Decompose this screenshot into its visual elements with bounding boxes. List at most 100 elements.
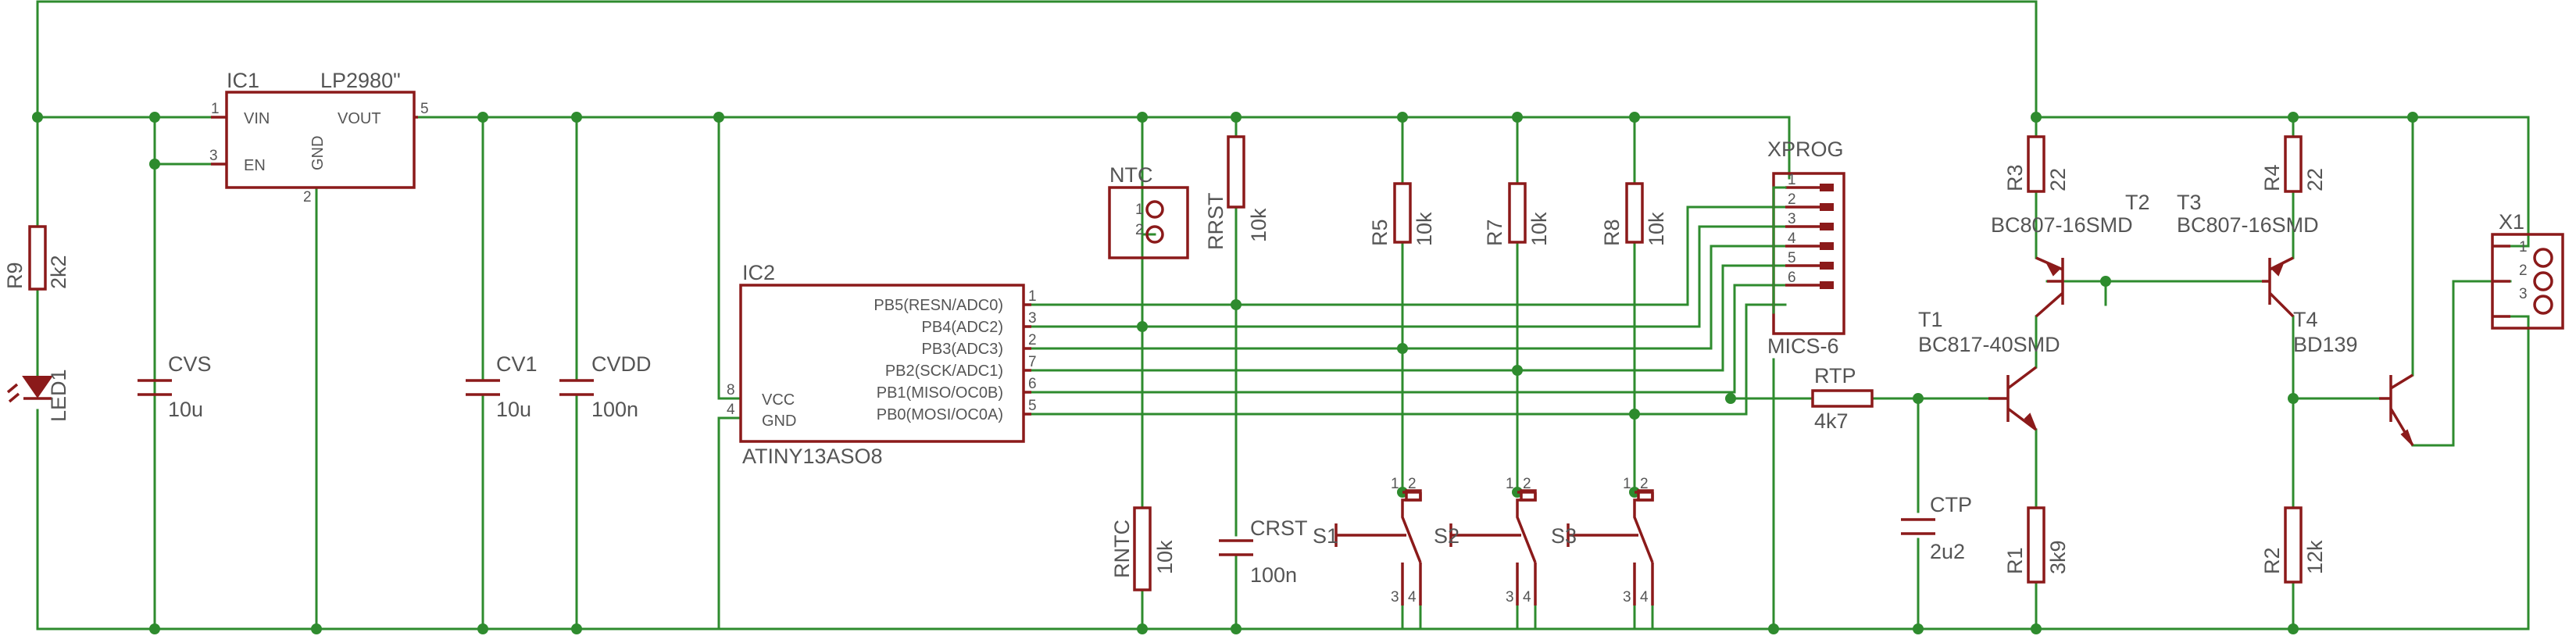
- rtp-ref: RTP: [1814, 364, 1856, 388]
- x1-connector: X1 1 2 3: [2491, 210, 2564, 330]
- xprog-pin-6: 6: [1788, 270, 1796, 286]
- s2-pin-1: 1: [1506, 476, 1514, 492]
- rrst-ref: RRST: [1204, 193, 1227, 251]
- wires: [36, 0, 2530, 630]
- xprog-ref: XPROG: [1767, 138, 1844, 161]
- crst-ref: CRST: [1250, 516, 1308, 540]
- x1-pin-3: 3: [2519, 286, 2528, 302]
- ic2-num-pb2: 7: [1028, 354, 1037, 370]
- ic2-num-pb3: 2: [1028, 332, 1037, 348]
- s1-pin-3: 3: [1391, 589, 1399, 605]
- rntc-ref: RNTC: [1110, 520, 1134, 578]
- r3-value: 22: [2046, 168, 2070, 191]
- r2-ref: R2: [2260, 547, 2284, 574]
- r3-ref: R3: [2003, 164, 2027, 191]
- t1-transistor: T1 BC817-40SMD: [1918, 308, 2060, 431]
- ntc-pin-1: 1: [1135, 202, 1144, 218]
- cvdd-ref: CVDD: [591, 352, 652, 376]
- r9-resistor: R9 2k2: [3, 225, 70, 291]
- r2-value: 12k: [2303, 540, 2327, 574]
- ic1-pin-vout: VOUT: [338, 110, 381, 127]
- t4-ref: T4: [2293, 308, 2318, 331]
- ctp-capacitor: CTP 2u2: [1901, 493, 1972, 563]
- cvs-value: 10u: [168, 398, 203, 421]
- ic1-num-gnd: 2: [303, 189, 312, 205]
- x1-pin-1: 1: [2519, 239, 2528, 255]
- ic2-pin-pb4: PB4(ADC2): [922, 319, 1003, 336]
- cvs-capacitor: CVS 10u: [138, 352, 212, 421]
- s2-pin-2: 2: [1523, 476, 1531, 492]
- led1-diode: LED1: [6, 369, 70, 422]
- s1-pin-2: 2: [1408, 476, 1417, 492]
- cv1-ref: CV1: [496, 352, 538, 376]
- r4-resistor: R4 22: [2260, 135, 2327, 193]
- ctp-ref: CTP: [1930, 493, 1972, 516]
- cvdd-value: 100n: [591, 398, 638, 421]
- ic2-value: ATINY13ASO8: [742, 445, 883, 468]
- ic2-gnd-label: GND: [762, 413, 796, 430]
- s2-pin-3: 3: [1506, 589, 1514, 605]
- junctions: [32, 112, 2418, 634]
- r3-resistor: R3 22: [2003, 135, 2070, 193]
- ic2-pin-pb2: PB2(SCK/ADC1): [885, 363, 1003, 380]
- t4-transistor: T4 BD139: [2293, 308, 2414, 446]
- xprog-pin-5: 5: [1788, 250, 1796, 266]
- s3-pin-1: 1: [1623, 476, 1631, 492]
- ic2-pin-pb0: PB0(MOSI/OC0A): [877, 406, 1003, 423]
- ic1-regulator: IC1 LP2980" VIN EN VOUT GND 1 3 5 2: [209, 69, 429, 205]
- t1-value: BC817-40SMD: [1918, 333, 2060, 356]
- r1-value: 3k9: [2046, 540, 2070, 574]
- xprog-value: MICS-6: [1767, 334, 1839, 358]
- ntc-pin-2: 2: [1135, 222, 1144, 238]
- ic2-pin-pb3: PB3(ADC3): [922, 341, 1003, 358]
- r8-value: 10k: [1645, 212, 1668, 246]
- s2-ref: S2: [1434, 524, 1459, 548]
- ic2-vcc-label: VCC: [762, 391, 795, 409]
- s3-pin-4: 4: [1640, 589, 1649, 605]
- r7-ref: R7: [1483, 219, 1506, 246]
- ic1-pin-gnd: GND: [309, 136, 327, 170]
- s1-pin-1: 1: [1391, 476, 1399, 492]
- ic2-num-pb4: 3: [1028, 310, 1037, 327]
- ctp-value: 2u2: [1930, 540, 1965, 563]
- ic1-num-en: 3: [209, 148, 218, 164]
- ic2-vcc-num: 8: [727, 382, 735, 398]
- r2-resistor: R2 12k: [2260, 506, 2327, 584]
- r7-value: 10k: [1527, 212, 1551, 246]
- s1-switch: S1 1 2 3 4: [1313, 476, 1422, 605]
- rtp-value: 4k7: [1814, 409, 1849, 433]
- t3-ref: T3: [2177, 191, 2202, 214]
- xprog-pin-3: 3: [1788, 211, 1796, 227]
- rntc-value: 10k: [1153, 540, 1177, 574]
- rntc-resistor: RNTC 10k: [1110, 506, 1177, 591]
- ic1-num-vout: 5: [420, 101, 429, 117]
- xprog-pin-2: 2: [1788, 191, 1796, 208]
- led1-ref: LED1: [47, 369, 70, 422]
- t2-value: BC807-16SMD: [1991, 213, 2133, 237]
- xprog-pin-4: 4: [1788, 230, 1796, 247]
- s1-ref: S1: [1313, 524, 1338, 548]
- xprog-connector: XPROG MICS-6 1 2 3 4 5 6: [1767, 138, 1845, 358]
- r4-ref: R4: [2260, 164, 2284, 191]
- r5-resistor: R5 10k: [1368, 182, 1436, 246]
- rrst-value: 10k: [1247, 208, 1270, 242]
- ntc-connector: NTC 1 2: [1108, 163, 1189, 259]
- x1-pin-2: 2: [2519, 263, 2528, 279]
- s1-pin-4: 4: [1408, 589, 1417, 605]
- t2-ref: T2: [2125, 191, 2150, 214]
- cv1-capacitor: CV1 10u: [466, 352, 538, 421]
- ic2-ref: IC2: [742, 261, 775, 284]
- r8-ref: R8: [1600, 219, 1624, 246]
- s2-pin-4: 4: [1523, 589, 1531, 605]
- ic2-num-pb5: 1: [1028, 288, 1037, 305]
- s3-switch: S3 1 2 3 4: [1551, 476, 1654, 605]
- ic1-value: LP2980": [320, 69, 401, 92]
- r7-resistor: R7 10k: [1483, 182, 1551, 246]
- x1-ref: X1: [2499, 210, 2524, 234]
- ic1-num-vin: 1: [211, 101, 220, 117]
- ic2-num-pb1: 6: [1028, 376, 1037, 392]
- rrst-resistor: RRST 10k: [1204, 135, 1270, 251]
- r1-resistor: R1 3k9: [2003, 506, 2070, 584]
- ic1-pin-vin: VIN: [244, 110, 270, 127]
